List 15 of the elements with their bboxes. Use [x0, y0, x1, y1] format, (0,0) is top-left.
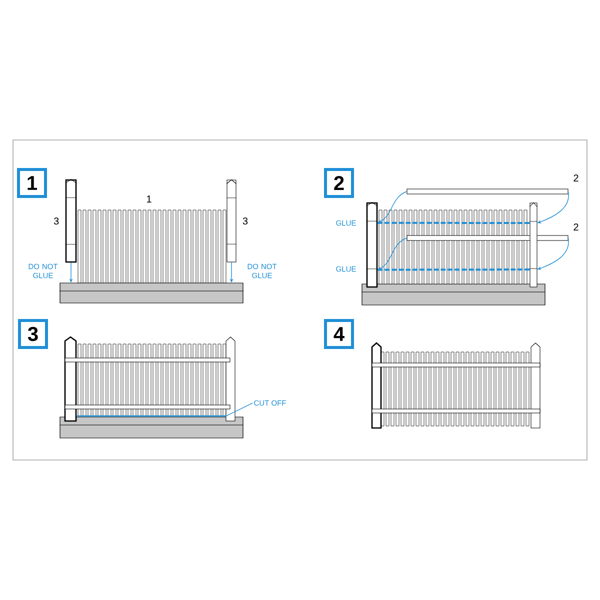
step-badge: 2: [324, 168, 354, 198]
part-number: 2: [574, 224, 578, 230]
part-number: 3: [242, 217, 248, 225]
step-badge: 1: [17, 168, 47, 198]
glue-line: [378, 268, 530, 271]
fence-rail: [406, 188, 568, 194]
glue-line: [378, 222, 530, 224]
fence-post: [530, 202, 538, 288]
part-number: 3: [54, 217, 59, 225]
leader-line: [226, 402, 253, 416]
part-number: 2: [574, 174, 578, 182]
part-number: 1: [147, 196, 152, 202]
step-badge: 3: [18, 319, 48, 349]
step-badge: 4: [324, 319, 354, 349]
fence-base: [59, 282, 244, 304]
